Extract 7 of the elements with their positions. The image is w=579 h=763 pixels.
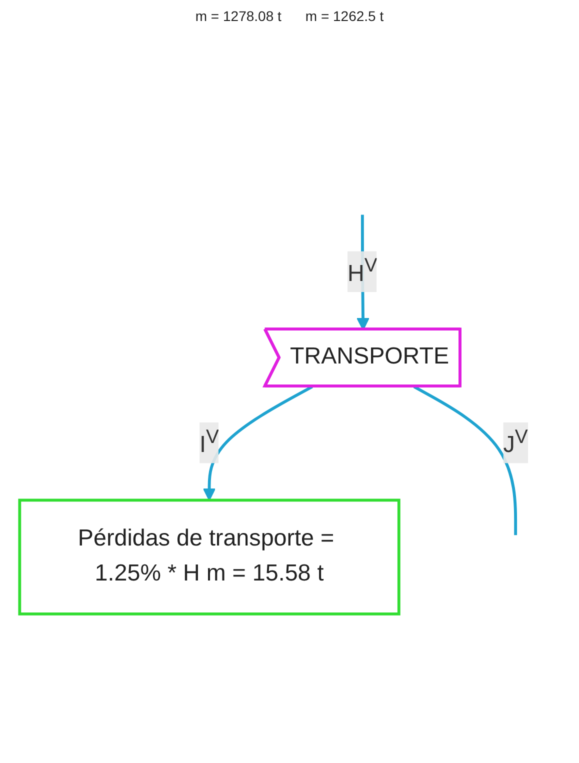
edge-label: H$^{V}$ xyxy=(348,254,378,287)
mass-label: m = 1262.5 t xyxy=(305,8,384,24)
edge-label: I$^{V}$ xyxy=(200,425,220,458)
flow-arrow xyxy=(202,385,313,501)
edge-label: J$^{V}$ xyxy=(503,425,528,458)
node-box: Pérdidas de transporte = 1.25% * H m = 15.58 t xyxy=(18,498,400,616)
mass-label: m = 1278.08 t xyxy=(195,8,282,24)
